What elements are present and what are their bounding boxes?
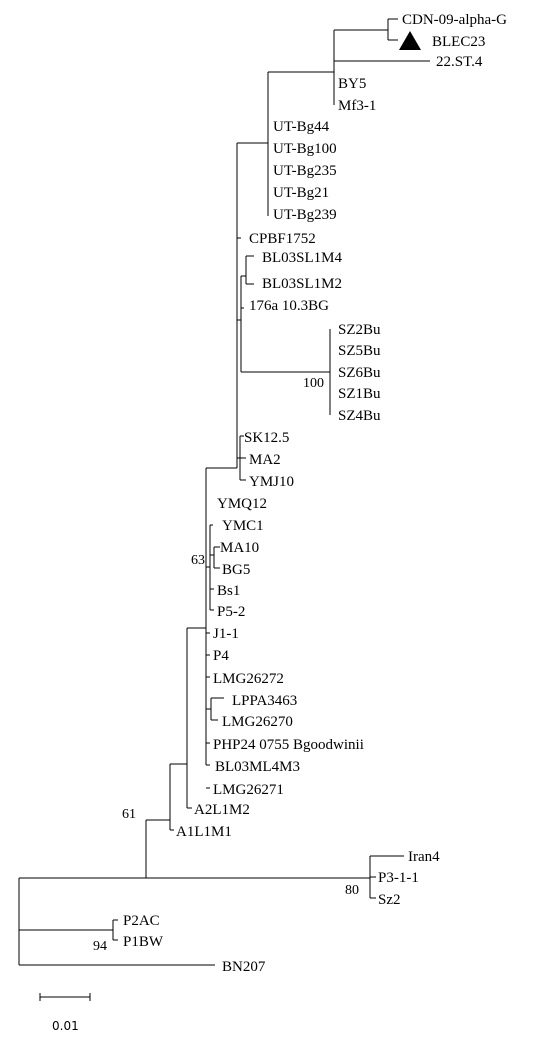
taxon-bn207: BN207 — [222, 959, 266, 975]
taxon-lmg26271: LMG26271 — [213, 782, 284, 798]
bootstrap-sz-clade: 100 — [303, 376, 324, 391]
taxon-p52: P5-2 — [217, 604, 245, 620]
taxon-bl03sl1m2: BL03SL1M2 — [262, 276, 342, 292]
taxon-sk125: SK12.5 — [244, 430, 289, 446]
taxon-sz1bu: SZ1Bu — [338, 386, 381, 402]
bootstrap-iran-clade: 80 — [345, 883, 359, 898]
taxon-labels: CDN-09-alpha-G BLEC23 22.ST.4 BY5 Mf3-1 … — [123, 12, 507, 975]
taxon-php24: PHP24 0755 Bgoodwinii — [213, 737, 364, 753]
taxon-p2ac: P2AC — [123, 913, 160, 929]
taxon-utbg21: UT-Bg21 — [273, 185, 329, 201]
taxon-bg5: BG5 — [222, 562, 250, 578]
taxon-cdn09: CDN-09-alpha-G — [402, 12, 507, 28]
taxon-lmg26270: LMG26270 — [222, 714, 293, 730]
scale-bar-label: 0.01 — [52, 1019, 79, 1033]
taxon-p1bw: P1BW — [123, 934, 164, 950]
scale-bar: 0.01 — [39, 993, 91, 1033]
taxon-bl03sl1m4: BL03SL1M4 — [262, 250, 343, 266]
taxon-sz4bu: SZ4Bu — [338, 408, 381, 424]
taxon-utbg44: UT-Bg44 — [273, 119, 330, 135]
taxon-ymc1: YMC1 — [222, 518, 264, 534]
taxon-j11: J1-1 — [213, 626, 239, 642]
taxon-ymj10: YMJ10 — [249, 474, 294, 490]
taxon-blec23: BLEC23 — [432, 34, 485, 50]
taxon-lppa3463: LPPA3463 — [232, 693, 297, 709]
taxon-by5: BY5 — [338, 76, 366, 92]
taxon-p4: P4 — [213, 648, 229, 664]
taxon-176a: 176a 10.3BG — [249, 298, 329, 314]
taxon-bs1: Bs1 — [217, 583, 240, 599]
taxon-bl03ml4m3: BL03ML4M3 — [215, 759, 300, 775]
taxon-cpbf1752: CPBF1752 — [249, 231, 316, 247]
taxon-iran4: Iran4 — [408, 849, 440, 865]
taxon-a2l1m2: A2L1M2 — [194, 802, 250, 818]
taxon-utbg235: UT-Bg235 — [273, 163, 337, 179]
taxon-ma2: MA2 — [249, 452, 281, 468]
bootstrap-values: 100 63 61 80 94 — [93, 376, 359, 954]
taxon-ma10: MA10 — [220, 540, 259, 556]
taxon-lmg26272: LMG26272 — [213, 671, 284, 687]
triangle-marker-icon — [399, 31, 421, 50]
taxon-utbg100: UT-Bg100 — [273, 141, 337, 157]
tree-branches — [18, 18, 430, 966]
taxon-sz5bu: SZ5Bu — [338, 343, 381, 359]
taxon-sz2bu: SZ2Bu — [338, 322, 381, 338]
taxon-sz2: Sz2 — [378, 892, 401, 908]
taxon-ymq12: YMQ12 — [217, 496, 267, 512]
taxon-mf31: Mf3-1 — [338, 98, 376, 114]
taxon-utbg239: UT-Bg239 — [273, 207, 337, 223]
taxon-p311: P3-1-1 — [378, 870, 419, 886]
bootstrap-clade-61: 61 — [122, 807, 136, 822]
bootstrap-p-clade: 94 — [93, 939, 107, 954]
taxon-sz6bu: SZ6Bu — [338, 365, 381, 381]
taxon-22st4: 22.ST.4 — [436, 54, 483, 70]
bootstrap-clade-63: 63 — [191, 553, 205, 568]
taxon-a1l1m1: A1L1M1 — [176, 824, 232, 840]
